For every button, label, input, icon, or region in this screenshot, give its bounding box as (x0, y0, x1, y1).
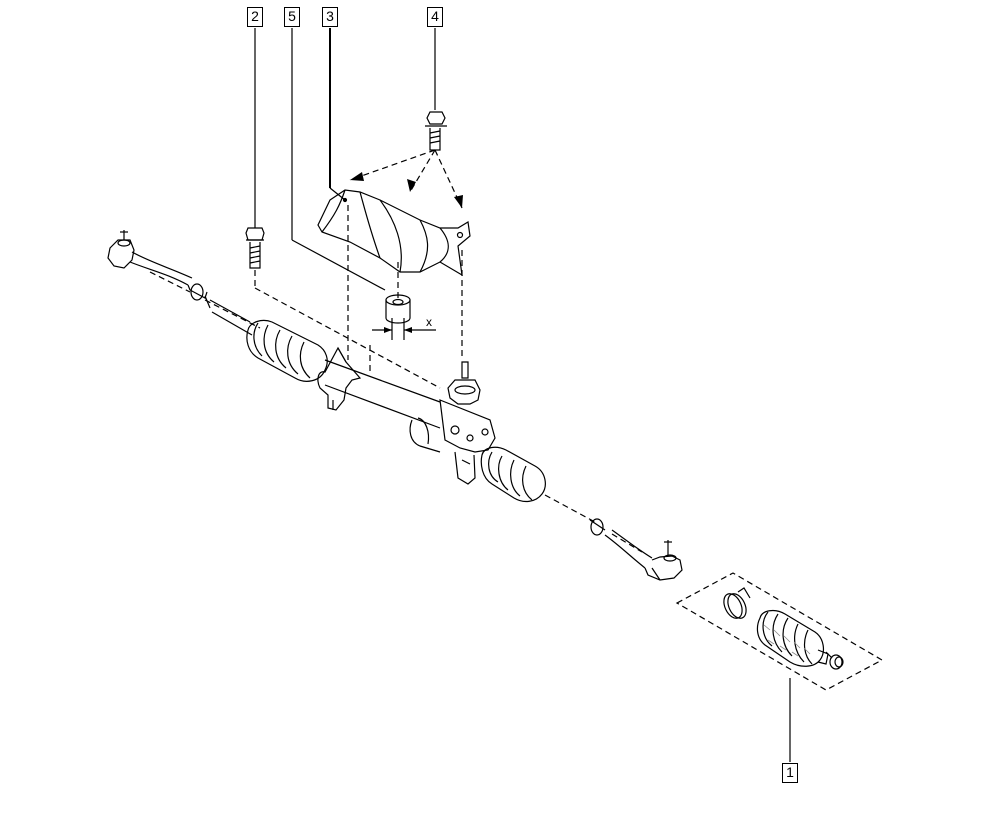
large-boot-clip (723, 587, 751, 619)
callout-4: 4 (427, 7, 443, 27)
heat-shield-bolt (425, 111, 447, 151)
callout-1: 1 (782, 763, 798, 783)
assembly-lines (149, 149, 884, 691)
callout-label: 4 (431, 8, 439, 24)
left-tie-rod-end (107, 230, 211, 309)
callout-2: 2 (247, 7, 263, 27)
callout-5: 5 (284, 7, 300, 27)
small-boot-clip (825, 651, 844, 670)
arrow-heads (350, 172, 463, 208)
boot (756, 609, 829, 667)
dimension-x-label: x (426, 315, 432, 329)
leader-lines (254, 28, 791, 762)
left-bellows (246, 319, 328, 382)
callout-3: 3 (322, 7, 338, 27)
callout-label: 3 (326, 8, 334, 24)
heat-shield (317, 189, 471, 277)
right-bellows (480, 446, 546, 503)
right-tie-rod-end (589, 518, 683, 581)
callout-label: 2 (251, 8, 259, 24)
callout-label: 5 (288, 8, 296, 24)
boot-repair-kit (723, 587, 844, 670)
rack-housing (209, 299, 441, 453)
callout-label: 1 (786, 764, 794, 780)
spacer-bush (372, 294, 436, 340)
pinion-housing (439, 361, 496, 485)
rack-mounting-bolt (245, 227, 265, 269)
